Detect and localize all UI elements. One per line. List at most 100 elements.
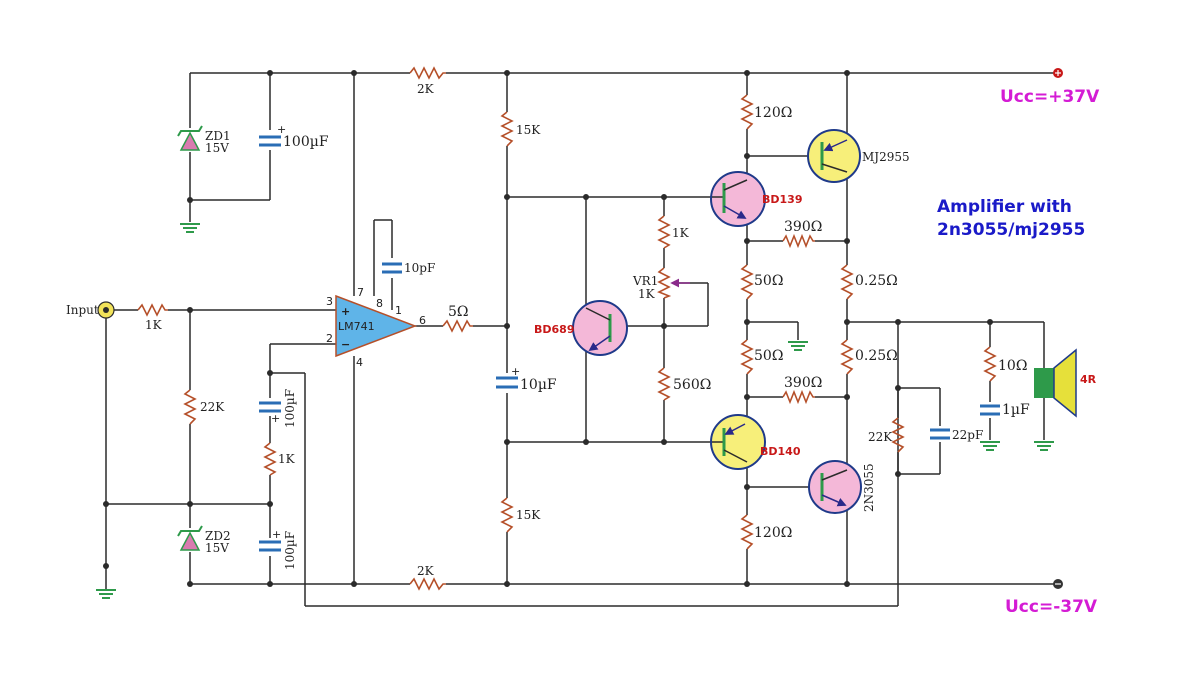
label-zd1-name: ZD1 (205, 129, 231, 143)
zener-zd1 (177, 125, 203, 151)
transistor-bd140 (710, 414, 766, 470)
label-input: Input (66, 303, 99, 317)
resistor-025-bottom (840, 339, 854, 375)
title-line-1: Amplifier with (937, 197, 1072, 217)
label-c1uf: 1µF (1002, 402, 1030, 418)
label-r-22k-right: 22K (868, 430, 893, 444)
label-pin6: 6 (419, 314, 426, 327)
label-pin3: 3 (326, 295, 333, 308)
label-pin7: 7 (357, 286, 364, 299)
capacitor-1uf (980, 404, 1000, 416)
label-r-2k-top: 2K (417, 82, 435, 96)
resistor-1k-input (137, 303, 168, 317)
label-mj2955: MJ2955 (862, 150, 910, 164)
resistor-2k-top (409, 66, 446, 80)
resistor-560 (657, 367, 671, 401)
ground-icon (980, 441, 1000, 451)
label-bd140: BD140 (760, 445, 801, 458)
label-r-5ohm: 5Ω (448, 304, 469, 320)
svg-text:+: + (511, 365, 520, 378)
label-r-15k-bottom: 15K (516, 508, 541, 522)
label-ucc-positive: Ucc=+37V (1000, 87, 1100, 107)
capacitor-22pf (930, 428, 950, 440)
supply-terminal-positive-icon (1053, 68, 1063, 78)
transistor-bd139 (710, 171, 766, 227)
label-r-1k-bias: 1K (672, 226, 690, 240)
svg-text:+: + (341, 305, 350, 318)
label-r-50-bottom: 50Ω (754, 348, 783, 364)
label-r-22k-left: 22K (200, 400, 225, 414)
capacitor-100uf-top: + (259, 123, 286, 147)
speaker-icon (1034, 348, 1077, 418)
svg-text:−: − (341, 338, 350, 351)
label-zd2-name: ZD2 (205, 529, 231, 543)
resistor-15k-bottom (500, 497, 514, 533)
resistor-50-bottom (740, 339, 754, 375)
label-r-120-bottom: 120Ω (754, 525, 792, 541)
transistor-bd689 (572, 300, 628, 356)
input-jack-icon (97, 301, 115, 319)
resistor-120-bottom (740, 514, 754, 550)
label-r-50-top: 50Ω (754, 273, 783, 289)
resistor-120-top (740, 94, 754, 130)
resistor-390-top (782, 233, 815, 249)
resistor-15k-top (500, 111, 514, 147)
junctions (103, 70, 993, 587)
supply-terminal-negative-icon (1053, 579, 1063, 589)
capacitor-10uf: + (496, 365, 520, 389)
ground-icon (788, 341, 808, 351)
resistor-5ohm (442, 319, 473, 333)
resistor-2k-bottom (409, 577, 446, 591)
resistor-025-top (840, 264, 854, 300)
resistor-22k-right (891, 417, 905, 453)
label-speaker: 4R (1080, 373, 1097, 386)
transistor-mj2955 (807, 129, 861, 183)
label-vr1-value: 1K (638, 287, 656, 301)
transistor-2n3055 (808, 460, 862, 514)
label-pin8: 8 (376, 297, 383, 310)
label-c100uf-bottom: 100µF (283, 531, 297, 570)
label-opamp: LM741 (338, 320, 375, 333)
label-c100uf-top: 100µF (283, 134, 329, 150)
svg-text:+: + (277, 123, 286, 136)
label-vr1-name: VR1 (632, 274, 658, 288)
label-c22pf: 22pF (952, 428, 983, 442)
opamp-lm741: + − (335, 294, 418, 358)
capacitors: + + + + (259, 123, 1000, 552)
label-r-120-top: 120Ω (754, 105, 792, 121)
label-bd689: BD689 (534, 323, 574, 336)
label-c100uf-mid: 100µF (283, 389, 297, 428)
label-r-15k-top: 15K (516, 123, 541, 137)
label-bd139: BD139 (762, 193, 802, 206)
capacitor-100uf-bottom: + (259, 528, 281, 552)
labels: Input 1K ZD1 15V 100µF 2K 2K 22K 1K ZD2 … (66, 82, 1100, 617)
label-r-input: 1K (145, 318, 163, 332)
capacitor-100uf-mid: + (259, 401, 281, 425)
label-zd2-value: 15V (205, 541, 229, 555)
label-c10pf: 10pF (404, 261, 435, 275)
capacitor-10pf (382, 262, 402, 274)
label-ucc-negative: Ucc=-37V (1005, 597, 1098, 617)
label-r-390-top: 390Ω (784, 219, 822, 235)
resistor-1k-feedback (263, 442, 277, 476)
label-r-560: 560Ω (673, 377, 711, 393)
zener-zd2 (177, 525, 203, 551)
label-r-025-top: 0.25Ω (855, 273, 898, 289)
resistor-50-top (740, 264, 754, 300)
label-pin4: 4 (356, 356, 363, 369)
wires (105, 72, 1058, 607)
resistor-1k-bias (657, 215, 671, 249)
label-r-10ohm: 10Ω (998, 358, 1027, 374)
label-r-1k-feedback: 1K (278, 452, 296, 466)
resistor-22k-left (183, 389, 197, 425)
svg-text:+: + (272, 528, 281, 541)
label-c10uf: 10µF (520, 377, 557, 393)
label-2n3055: 2N3055 (862, 463, 876, 512)
ground-icon (96, 589, 116, 599)
label-r-025-bottom: 0.25Ω (855, 348, 898, 364)
svg-text:+: + (271, 412, 280, 425)
label-r-390-bottom: 390Ω (784, 375, 822, 391)
label-zd1-value: 15V (205, 141, 229, 155)
resistor-10ohm (983, 346, 997, 382)
